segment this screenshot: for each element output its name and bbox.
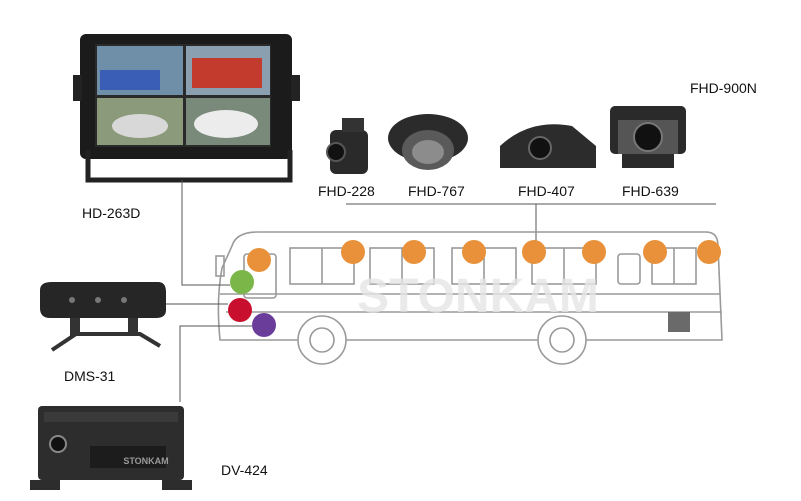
camera-fhd407-icon — [500, 124, 596, 168]
connection-lines — [165, 180, 252, 402]
dvr-label: DV-424 — [221, 462, 268, 478]
dms-device — [40, 282, 166, 352]
camera-fhd767-icon — [388, 114, 468, 170]
bus-outline — [215, 231, 723, 365]
camera-dot — [462, 240, 486, 264]
dms-dot — [228, 298, 252, 322]
camera-dot — [697, 240, 721, 264]
camera-dot — [643, 240, 667, 264]
camera-label-fhd228: FHD-228 — [318, 183, 375, 199]
monitor-connection — [181, 180, 230, 286]
dvr-connection — [179, 325, 252, 402]
camera-dots — [228, 240, 721, 337]
camera-fhd228-icon — [326, 118, 368, 174]
camera-dot — [247, 248, 271, 272]
monitor-label: HD-263D — [82, 205, 141, 221]
dvr-device — [30, 406, 192, 490]
camera-dot — [341, 240, 365, 264]
camera-dot — [522, 240, 546, 264]
camera-series-label: FHD-900N — [690, 80, 757, 96]
bus-rear-light — [668, 312, 690, 332]
dvr-dot — [252, 313, 276, 337]
camera-label-fhd639: FHD-639 — [622, 183, 679, 199]
monitor-device — [73, 34, 300, 183]
dvr-brand-text: STONKAM — [123, 456, 168, 466]
camera-dot — [402, 240, 426, 264]
camera-label-fhd407: FHD-407 — [518, 183, 575, 199]
monitor-dot — [230, 270, 254, 294]
dms-label: DMS-31 — [64, 368, 116, 384]
brand-watermark: STONKAM — [357, 270, 599, 323]
camera-fhd639-icon — [610, 106, 686, 168]
camera-dot — [582, 240, 606, 264]
camera-label-fhd767: FHD-767 — [408, 183, 465, 199]
